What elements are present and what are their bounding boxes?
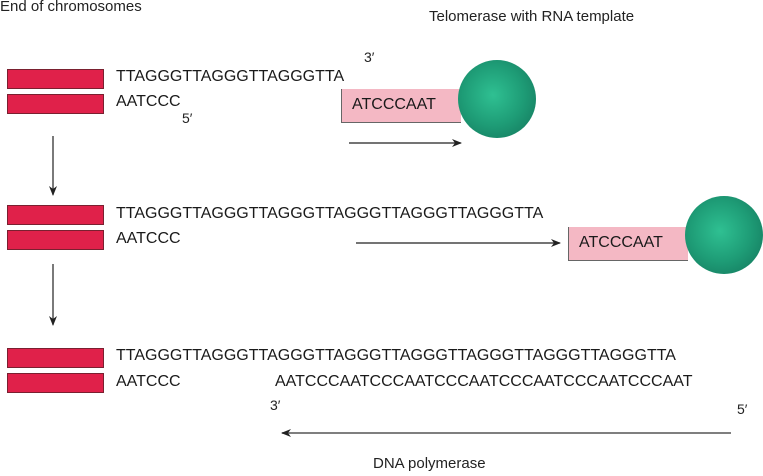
chromosome-bottom-strand-3	[7, 373, 104, 393]
step1-3prime-label: 3′	[364, 49, 375, 65]
dna-polymerase-label: DNA polymerase	[373, 455, 486, 472]
chromosome-bottom-strand-1	[7, 94, 104, 114]
step3-new-strand-sequence: AATCCCAATCCCAATCCCAATCCCAATCCCAATCCCAAT	[275, 373, 693, 390]
end-of-chromosomes-label: End of chromosomes	[0, 0, 142, 15]
step3-3prime-label: 3′	[270, 397, 281, 413]
step1-rna-template: ATCCCAAT	[341, 89, 461, 123]
step3-5prime-label: 5′	[737, 401, 748, 417]
step1-bottom-sequence: AATCCC	[116, 93, 181, 110]
chromosome-bottom-strand-2	[7, 230, 104, 250]
step2-rna-template: ATCCCAAT	[568, 227, 688, 261]
step2-top-sequence: TTAGGGTTAGGGTTAGGGTTAGGGTTAGGGTTAGGGTTA	[116, 205, 544, 222]
step3-bottom-sequence: AATCCC	[116, 373, 181, 390]
telomerase-label: Telomerase with RNA template	[429, 8, 635, 25]
step2-bottom-sequence: AATCCC	[116, 230, 181, 247]
chromosome-top-strand-1	[7, 69, 104, 89]
telomerase-enzyme-1	[458, 60, 536, 138]
chromosome-top-strand-3	[7, 348, 104, 368]
step1-5prime-label: 5′	[182, 110, 193, 126]
step1-top-sequence: TTAGGGTTAGGGTTAGGGTTA	[116, 68, 345, 85]
telomerase-enzyme-2	[685, 196, 763, 274]
step3-top-sequence: TTAGGGTTAGGGTTAGGGTTAGGGTTAGGGTTAGGGTTAG…	[116, 347, 676, 364]
chromosome-top-strand-2	[7, 205, 104, 225]
